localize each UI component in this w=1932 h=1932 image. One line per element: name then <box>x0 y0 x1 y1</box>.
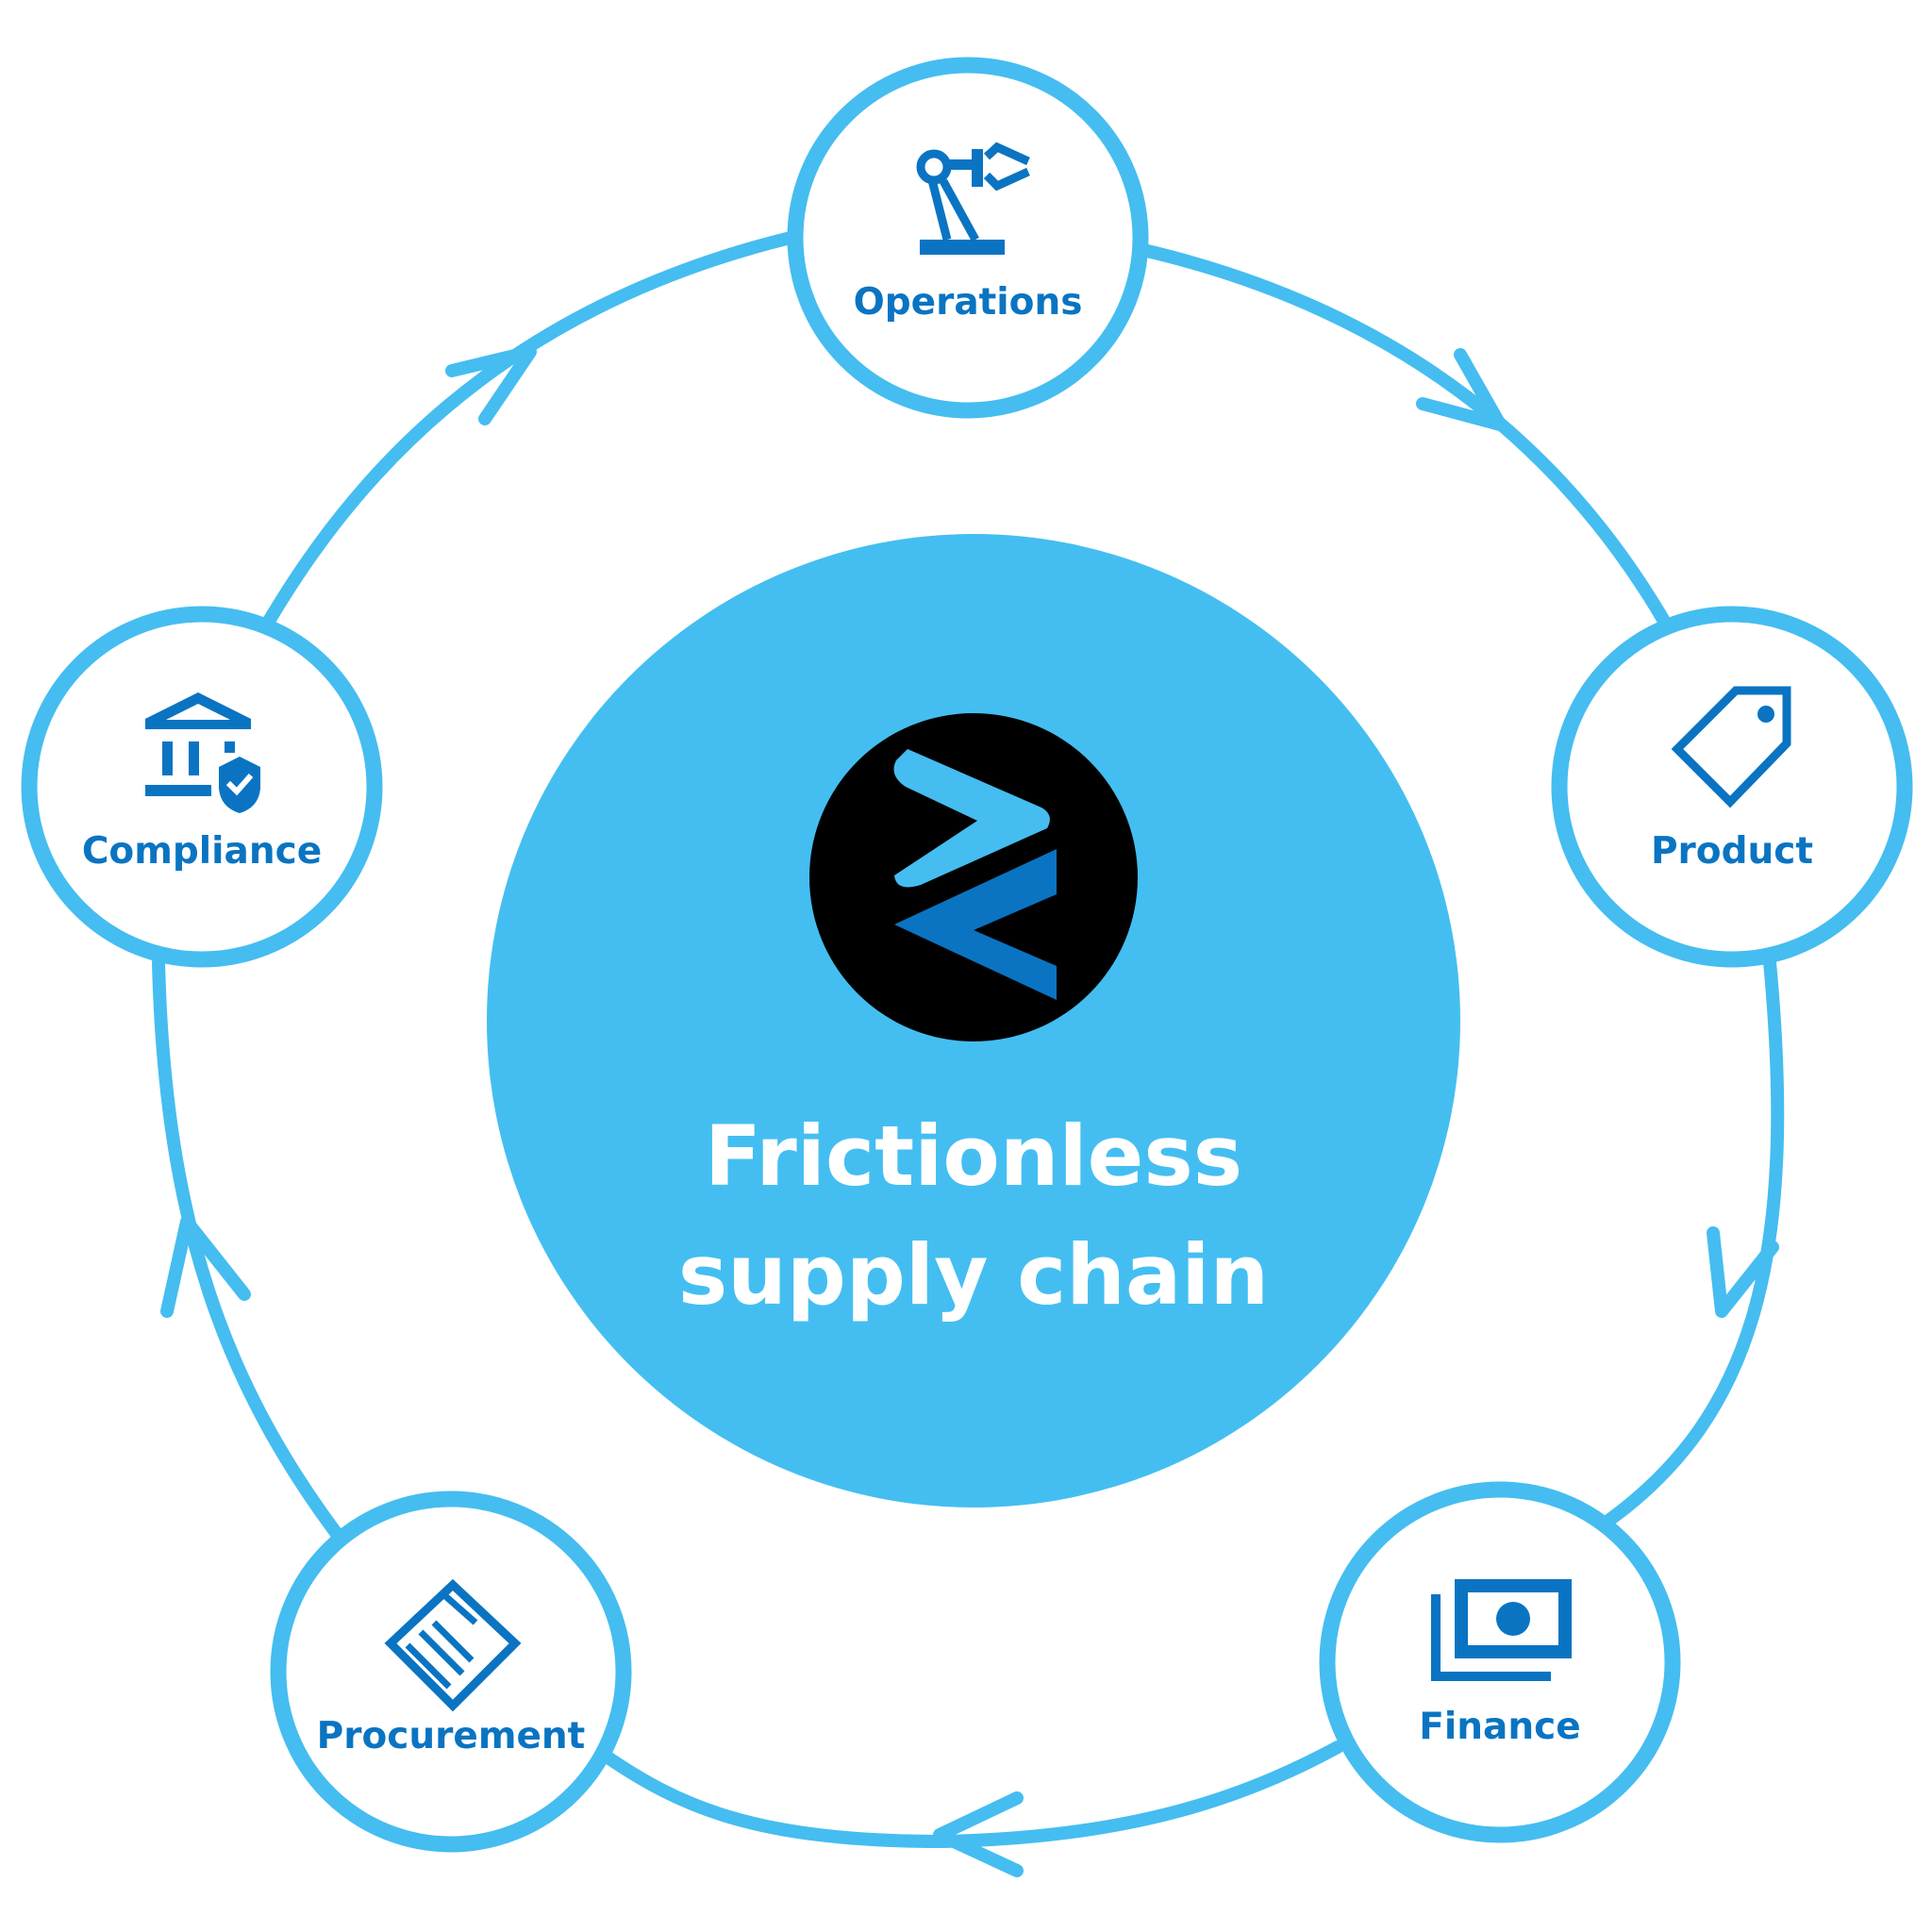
center-title-line-2: supply chain <box>678 1226 1269 1324</box>
finance-ring <box>1319 1481 1681 1843</box>
robotic-arm-icon <box>916 142 1030 255</box>
price-tag-icon <box>1671 686 1791 808</box>
arrow-head-product-to-finance <box>1707 1226 1779 1318</box>
connector-product-to-finance <box>1602 956 1785 1527</box>
procurement-label: Procurement <box>317 1715 586 1757</box>
arrow-head-compliance-to-operations <box>445 345 537 425</box>
product-ring <box>1551 606 1913 968</box>
compliance-label: Compliance <box>82 830 322 873</box>
procurement-ring <box>270 1491 632 1853</box>
arrow-head-procurement-to-compliance <box>160 1215 251 1318</box>
operations-label: Operations <box>854 281 1083 324</box>
operations-ring <box>787 57 1149 419</box>
banknotes-icon <box>1431 1579 1572 1681</box>
flow-arrows <box>160 345 1779 1877</box>
center-hub: Frictionless supply chain <box>487 534 1460 1507</box>
node-finance[interactable]: Finance <box>1319 1481 1681 1843</box>
node-product[interactable]: Product <box>1551 606 1913 968</box>
connector-compliance-to-operations <box>261 231 797 629</box>
logo-badge <box>809 713 1138 1041</box>
logo-lower-chevron <box>894 849 1057 1000</box>
node-procurement[interactable]: Procurement <box>270 1491 632 1853</box>
arrow-head-operations-to-product <box>1416 348 1507 431</box>
product-label: Product <box>1651 830 1813 873</box>
connector-operations-to-product <box>1137 243 1672 629</box>
arrow-head-finance-to-procurement <box>933 1791 1024 1877</box>
logo-upper-chevron <box>893 749 1050 888</box>
node-compliance[interactable]: Compliance <box>21 606 383 968</box>
connector-procurement-to-compliance <box>152 956 346 1544</box>
node-operations[interactable]: Operations <box>787 57 1149 419</box>
bank-shield-icon <box>145 692 260 813</box>
center-title-line-1: Frictionless <box>705 1108 1242 1205</box>
chevron-brand-logo <box>809 713 1138 1041</box>
handshake-icon <box>384 1578 522 1712</box>
finance-label: Finance <box>1419 1706 1580 1748</box>
